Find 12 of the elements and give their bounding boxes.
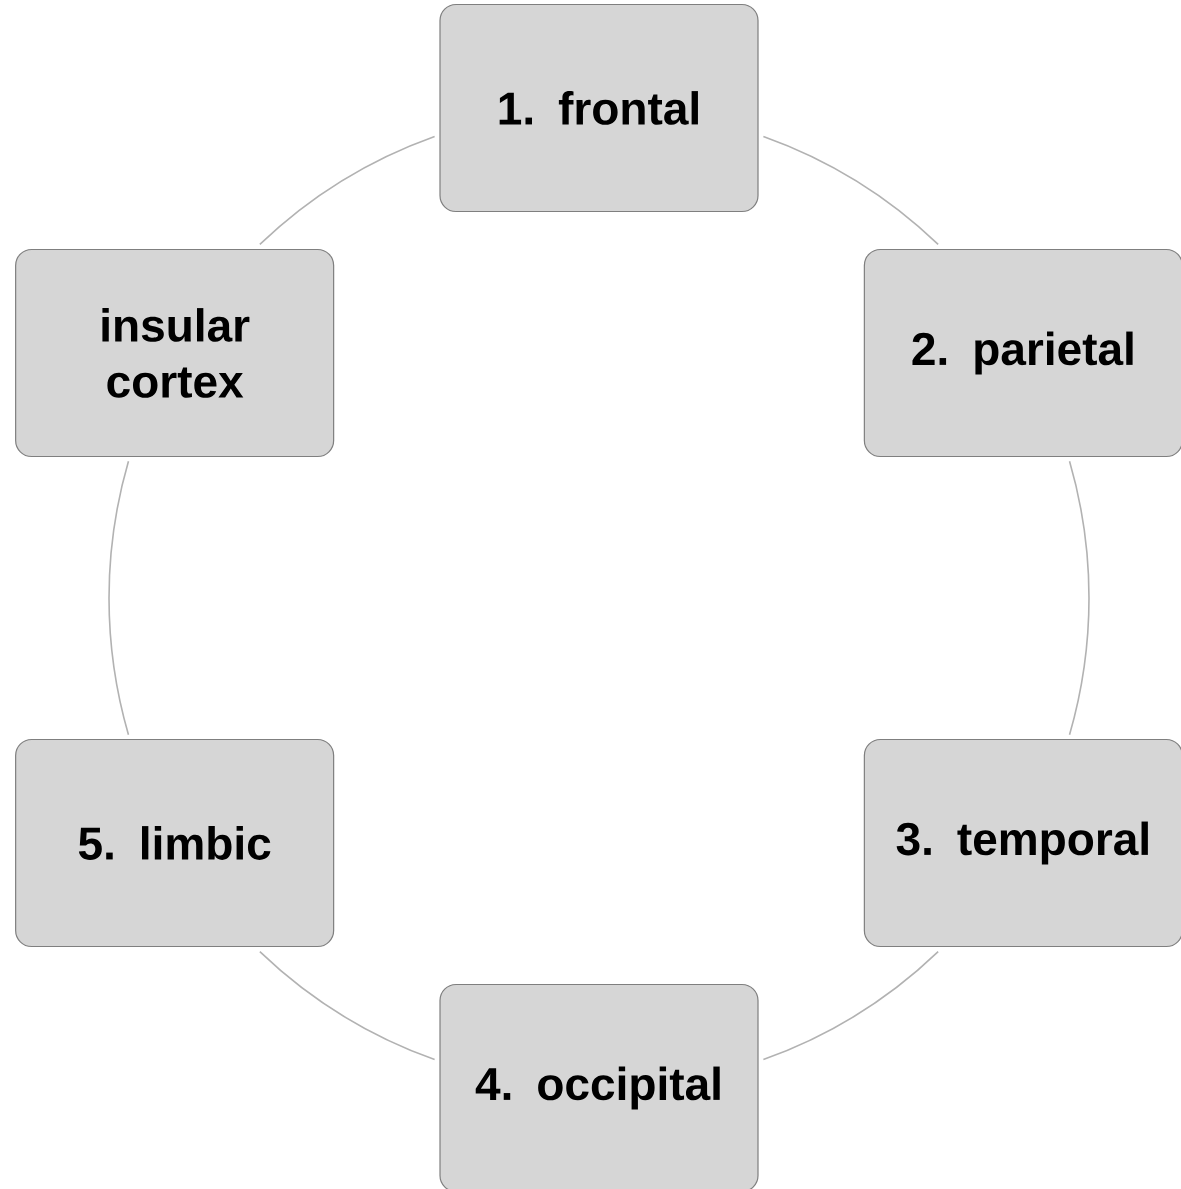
connector-arc xyxy=(762,950,939,1061)
connector-arc xyxy=(108,460,130,736)
connector-arc xyxy=(762,135,939,246)
connector-arc xyxy=(1068,460,1090,736)
lobe-box: 5. limbic xyxy=(15,738,335,948)
lobe-box: 4. occipital xyxy=(439,983,759,1189)
lobe-box: insular cortex xyxy=(15,248,335,458)
connector-arc xyxy=(259,950,436,1061)
connector-arc xyxy=(259,135,436,246)
lobe-box: 3. temporal xyxy=(863,738,1181,948)
lobe-box: 2. parietal xyxy=(863,248,1181,458)
lobe-box: 1. frontal xyxy=(439,3,759,213)
